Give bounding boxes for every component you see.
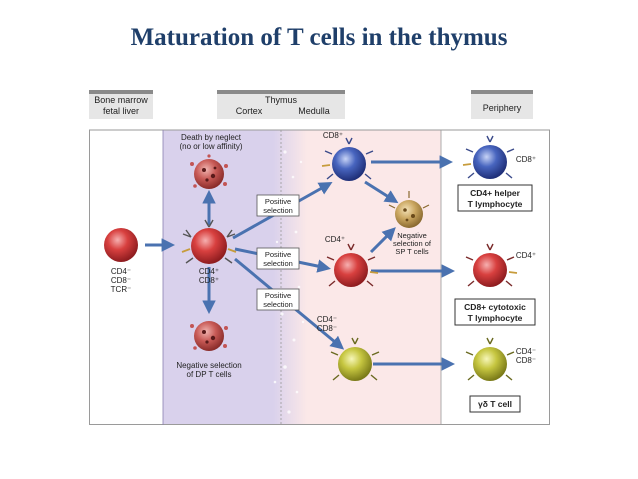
periphery-cd8-cell xyxy=(462,135,515,179)
precursor-cd4-label: CD4⁻ xyxy=(111,267,131,276)
figure-border xyxy=(89,129,550,425)
cd8-cytotoxic-box: CD8+ cytotoxic T lymphocyte xyxy=(454,298,536,326)
thymus-cd4-label: CD4⁺ xyxy=(325,235,345,244)
dp-thymocyte xyxy=(181,219,237,264)
header-thymus: Thymus xyxy=(265,95,298,105)
svg-text:Positive: Positive xyxy=(265,250,291,259)
positive-selection-box-1: Positive selection xyxy=(256,194,300,217)
header-medulla: Medulla xyxy=(298,106,330,116)
precursor-tcr-label: TCR⁻ xyxy=(111,285,132,294)
periphery-cd4-cell xyxy=(465,243,518,287)
svg-text:T lymphocyte: T lymphocyte xyxy=(468,199,523,209)
gd-t-cell-box: γδ T cell xyxy=(469,395,521,413)
thymus-dn-cd4-label: CD4⁻ xyxy=(317,315,337,324)
svg-text:Positive: Positive xyxy=(265,291,291,300)
header-bone-marrow: Bone marrow xyxy=(94,95,148,105)
svg-text:CD4+ helper: CD4+ helper xyxy=(470,188,521,198)
svg-text:γδ T cell: γδ T cell xyxy=(478,399,512,409)
periphery-dn-cd8-label: CD8⁻ xyxy=(516,356,536,365)
periphery-dn-cd4-label: CD4⁻ xyxy=(516,347,536,356)
cortex-medulla-transition xyxy=(273,130,307,425)
svg-text:T lymphocyte: T lymphocyte xyxy=(468,313,523,323)
svg-text:Positive: Positive xyxy=(265,197,291,206)
dying-cell-negative-sp xyxy=(388,191,430,228)
thymus-dn-cd8-label: CD8⁻ xyxy=(317,324,337,333)
dead-cell-neglect xyxy=(190,154,228,189)
dp-cd8-label: CD8⁺ xyxy=(199,276,219,285)
t-cell-maturation-diagram: Bone marrow fetal liver Thymus Cortex Me… xyxy=(89,82,550,425)
svg-text:selection: selection xyxy=(263,300,293,309)
medulla-region xyxy=(307,130,441,425)
page-title: Maturation of T cells in the thymus xyxy=(130,24,508,51)
cd4-helper-box: CD4+ helper T lymphocyte xyxy=(457,184,533,212)
svg-text:CD8+ cytotoxic: CD8+ cytotoxic xyxy=(464,302,526,312)
header-periphery: Periphery xyxy=(483,103,522,113)
periphery-cd8-label: CD8⁺ xyxy=(516,155,536,164)
header-cortex: Cortex xyxy=(236,106,263,116)
precursor-cell xyxy=(104,228,138,262)
svg-text:selection: selection xyxy=(263,259,293,268)
dead-cell-negative-dp xyxy=(190,321,228,351)
periphery-cd4-label: CD4⁺ xyxy=(516,251,536,260)
neg-selection-dp-label: Negative selection xyxy=(176,361,241,370)
neg-selection-sp-label-3: SP T cells xyxy=(395,247,429,256)
neg-selection-dp-label-2: of DP T cells xyxy=(187,370,232,379)
thymus-gd-cell xyxy=(330,337,380,381)
dp-cd4-label: CD4⁺ xyxy=(199,267,219,276)
neg-selection-sp-label-2: selection of xyxy=(393,239,432,248)
svg-text:selection: selection xyxy=(263,206,293,215)
positive-selection-box-3: Positive selection xyxy=(256,288,300,311)
death-affinity-label: (no or low affinity) xyxy=(180,142,243,151)
thymus-cd8-label: CD8⁺ xyxy=(323,131,343,140)
periphery-gd-cell xyxy=(465,337,515,381)
positive-selection-box-2: Positive selection xyxy=(256,247,300,270)
thymus-cd8-cell xyxy=(321,137,374,181)
header-fetal-liver: fetal liver xyxy=(103,106,139,116)
precursor-cd8-label: CD8⁻ xyxy=(111,276,131,285)
thymus-cd4-cell xyxy=(326,243,379,287)
neg-selection-sp-label: Negative xyxy=(397,231,427,240)
death-by-neglect-label: Death by neglect xyxy=(181,133,242,142)
